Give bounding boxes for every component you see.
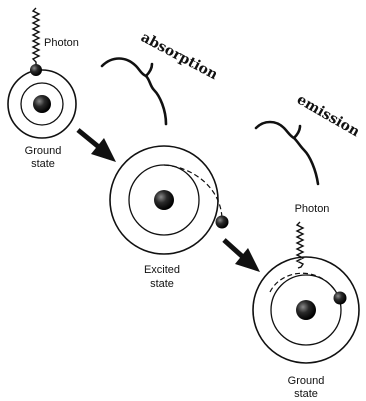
outgoing-photon-wave — [295, 221, 305, 269]
nucleus — [296, 300, 316, 320]
photon-out-label: Photon — [295, 203, 330, 215]
photon-in-label: Photon — [44, 37, 79, 49]
electron — [215, 215, 229, 229]
electron-path-dashed — [163, 164, 223, 221]
ground-state-2-label-line2: state — [294, 388, 318, 400]
ground-state-atom-2 — [252, 221, 360, 364]
excited-state-atom — [109, 145, 229, 255]
absorption-brace — [100, 57, 168, 126]
nucleus — [33, 95, 51, 113]
transition-arrow-1 — [76, 128, 116, 162]
electron-path-dashed — [269, 272, 337, 293]
electron — [30, 64, 42, 76]
ground-state-atom-1 — [7, 7, 77, 139]
ground-state-1-label-line1: Ground — [25, 145, 62, 157]
nucleus — [154, 190, 174, 210]
excited-state-label-line2: state — [150, 278, 174, 290]
outer-orbit — [252, 256, 360, 364]
electron — [333, 291, 347, 305]
inner-orbit — [20, 82, 64, 126]
absorption-label: absorption — [138, 29, 220, 83]
inner-orbit — [270, 274, 342, 346]
emission-brace — [254, 120, 320, 186]
ground-state-1-label-line2: state — [31, 158, 55, 170]
transition-arrow-2 — [222, 238, 260, 272]
ground-state-2-label-line1: Ground — [288, 375, 325, 387]
excited-state-label-line1: Excited — [144, 264, 180, 276]
incoming-photon-wave — [31, 7, 41, 68]
emission-label: emission — [294, 92, 362, 141]
